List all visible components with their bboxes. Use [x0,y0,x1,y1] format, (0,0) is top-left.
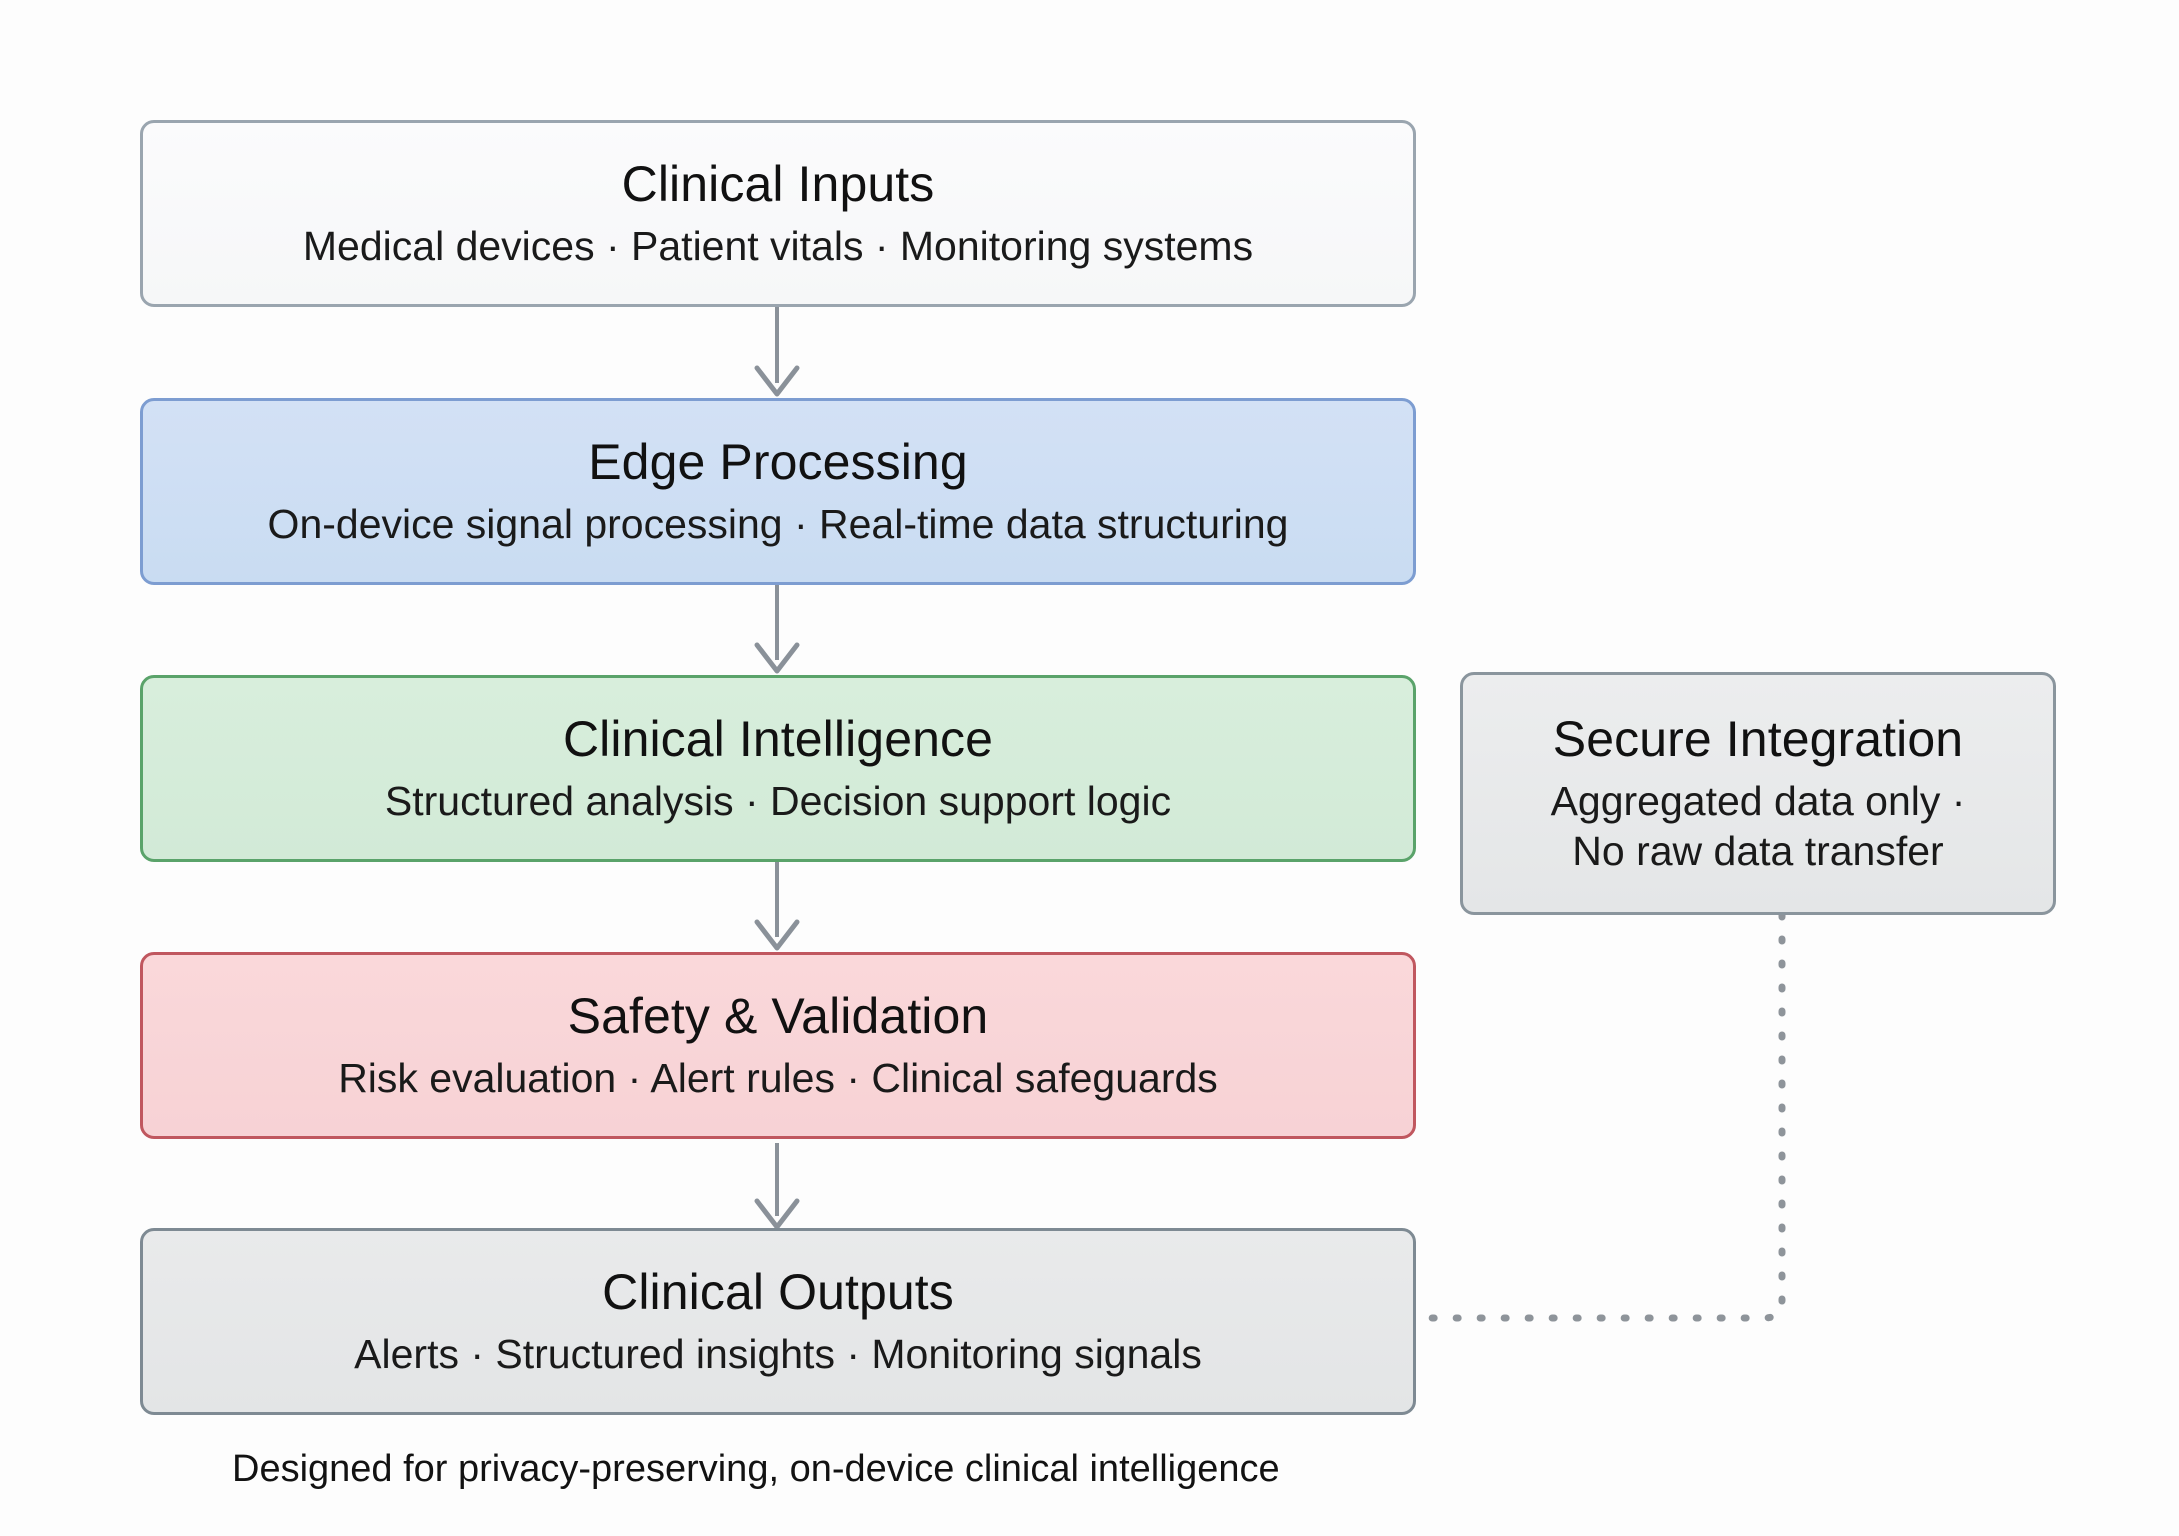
node-subtitle: On-device signal processing · Real-time … [267,500,1289,547]
edge-secure-integration-to-outputs [1412,911,1786,1322]
node-subtitle: Alerts · Structured insights · Monitorin… [354,1330,1202,1377]
diagram-caption: Designed for privacy-preserving, on-devi… [232,1448,1280,1490]
edge-intelligence-to-safety [754,862,800,951]
edge-safety-to-outputs [754,1143,800,1230]
node-title: Safety & Validation [567,987,989,1044]
node-secure-integration[interactable]: Secure Integration Aggregated data only … [1460,672,2056,915]
node-edge-processing[interactable]: Edge Processing On-device signal process… [140,398,1416,585]
node-subtitle-line-1: Aggregated data only · [1550,778,1966,825]
node-safety-validation[interactable]: Safety & Validation Risk evaluation · Al… [140,952,1416,1139]
node-title: Clinical Inputs [621,155,935,212]
edge-inputs-to-edge-processing [754,307,800,397]
node-clinical-intelligence[interactable]: Clinical Intelligence Structured analysi… [140,675,1416,862]
node-title: Clinical Intelligence [562,710,994,767]
node-subtitle: Structured analysis · Decision support l… [384,777,1172,824]
node-subtitle-line-2: No raw data transfer [1572,827,1944,874]
node-title: Clinical Outputs [602,1263,954,1320]
node-subtitle: Medical devices · Patient vitals · Monit… [302,222,1254,269]
node-clinical-outputs[interactable]: Clinical Outputs Alerts · Structured ins… [140,1228,1416,1415]
node-subtitle: Risk evaluation · Alert rules · Clinical… [338,1054,1218,1101]
edge-processing-to-intelligence [754,585,800,674]
node-title: Edge Processing [588,433,968,490]
node-title: Secure Integration [1552,711,1964,768]
node-clinical-inputs[interactable]: Clinical Inputs Medical devices · Patien… [140,120,1416,307]
